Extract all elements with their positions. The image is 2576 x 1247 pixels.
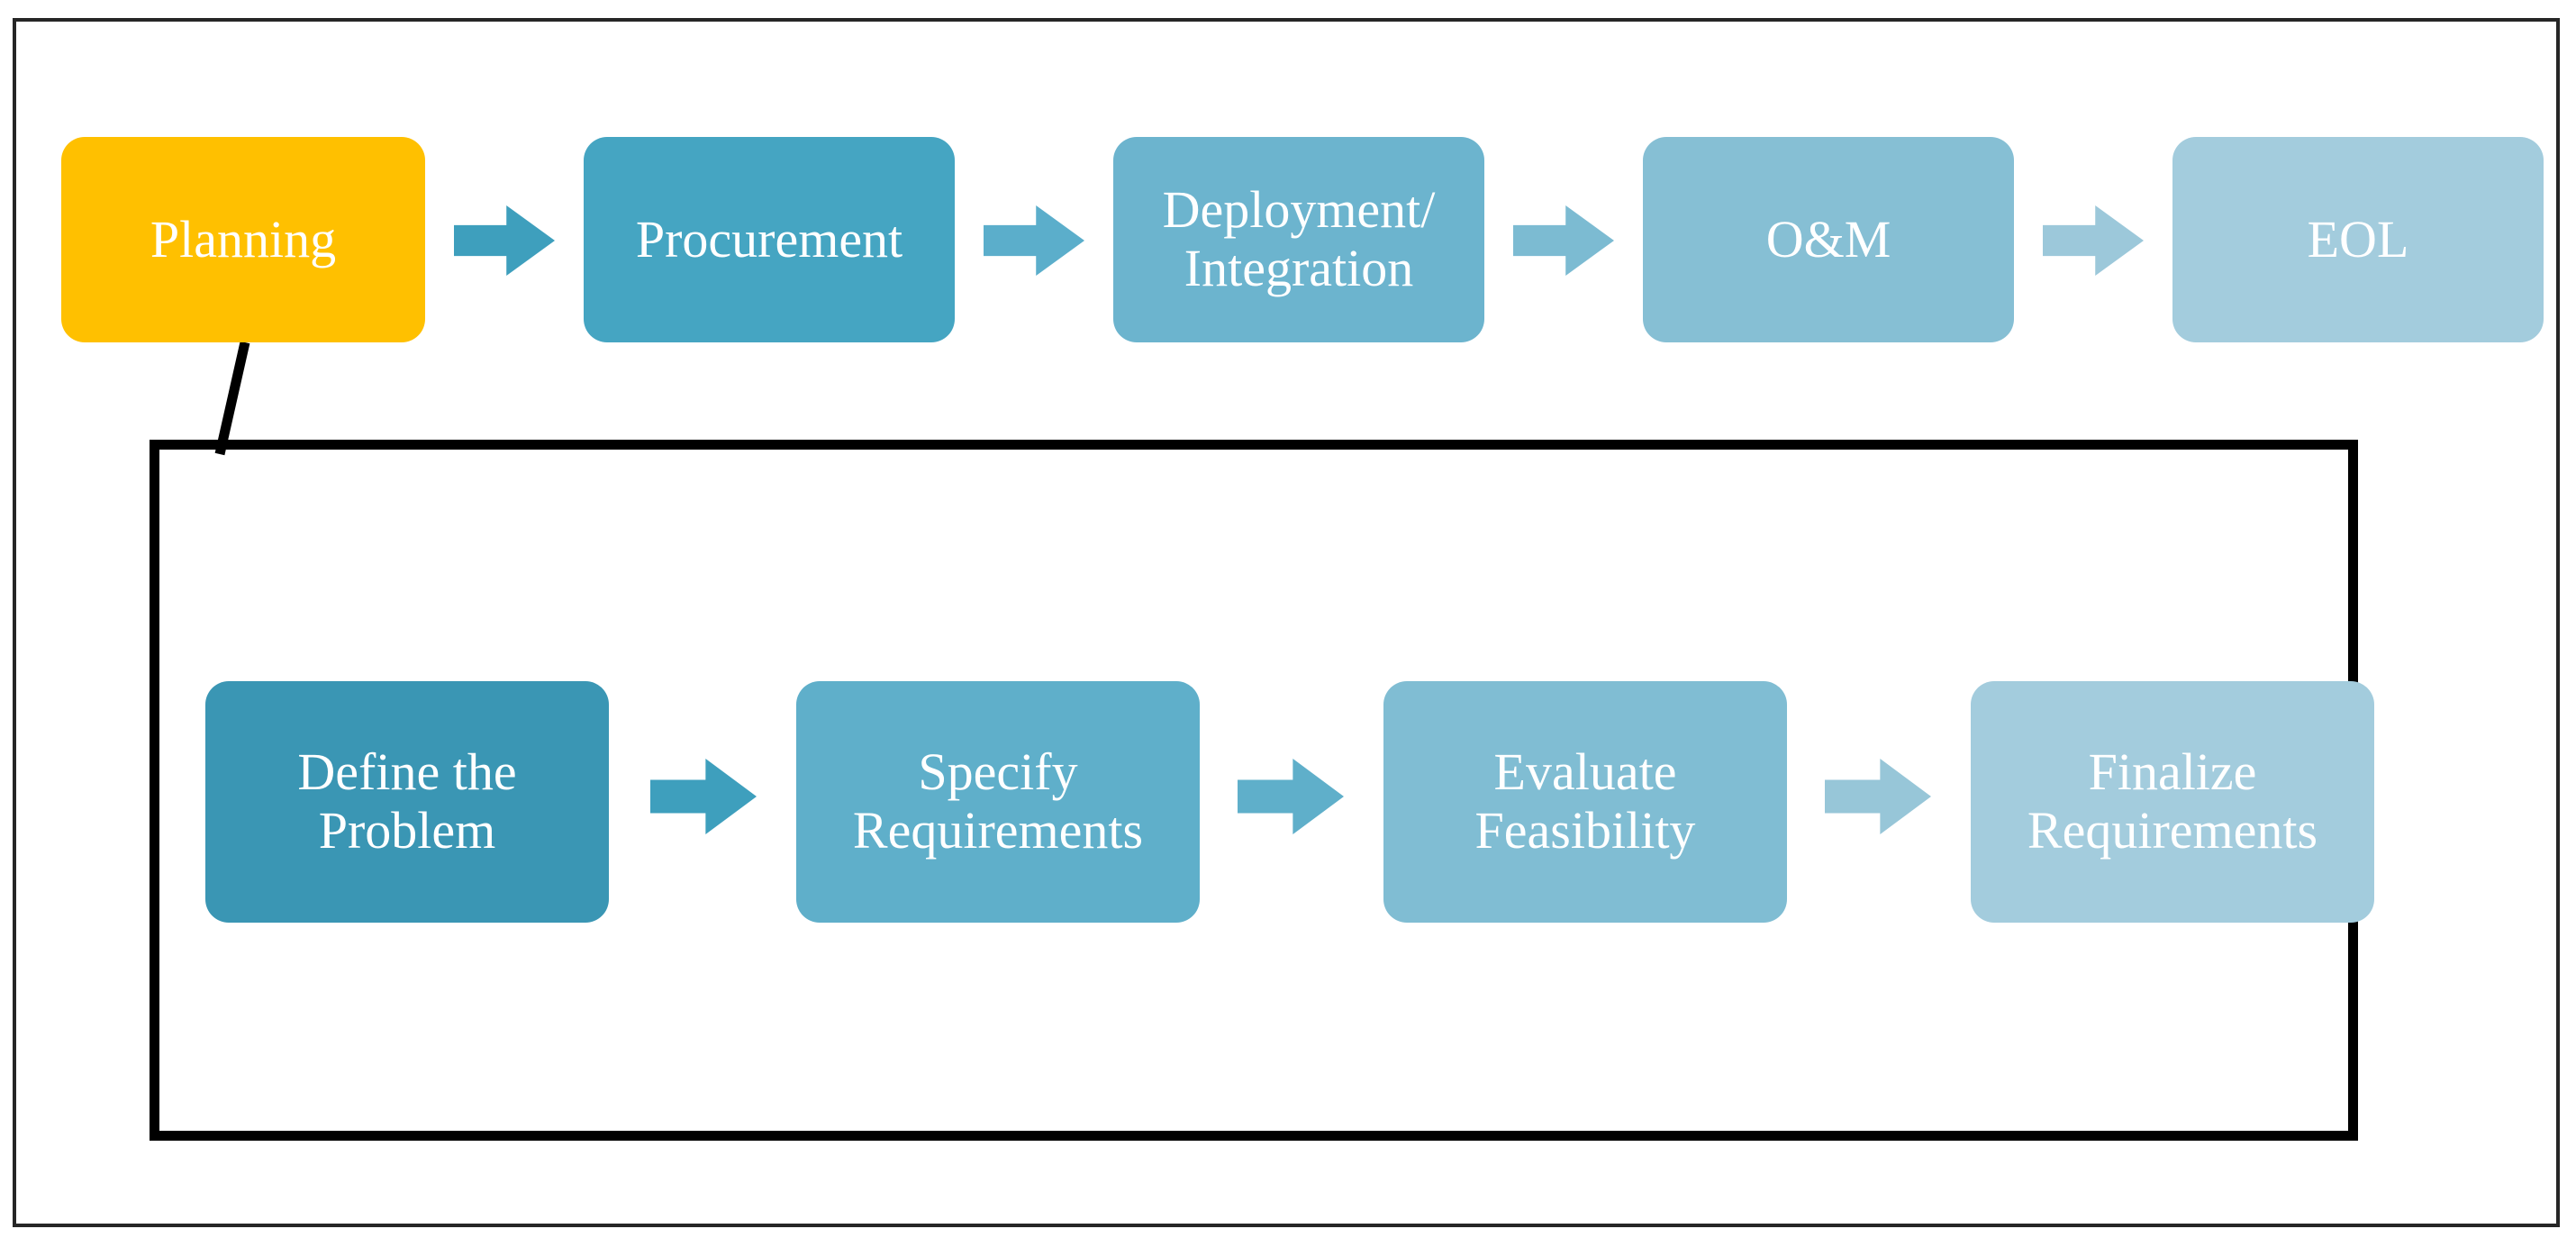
process-box-evaluate-feasibility[interactable]: Evaluate Feasibility xyxy=(1383,681,1787,923)
arrow-icon-planning-to-procurement xyxy=(454,205,555,276)
arrow-icon-om-to-eol xyxy=(2043,205,2144,276)
process-box-deployment[interactable]: Deployment/ Integration xyxy=(1113,137,1484,342)
diagram-border xyxy=(13,18,2560,1227)
arrow-icon-define-to-specify xyxy=(650,759,757,834)
process-box-procurement[interactable]: Procurement xyxy=(584,137,955,342)
arrow-icon-specify-to-evaluate xyxy=(1238,759,1344,834)
process-box-define-problem[interactable]: Define the Problem xyxy=(205,681,609,923)
process-box-planning[interactable]: Planning xyxy=(61,137,425,342)
process-box-om[interactable]: O&M xyxy=(1643,137,2014,342)
process-box-finalize-requirements[interactable]: Finalize Requirements xyxy=(1971,681,2374,923)
process-box-eol[interactable]: EOL xyxy=(2172,137,2544,342)
arrow-icon-procurement-to-deployment xyxy=(984,205,1084,276)
arrow-icon-evaluate-to-finalize xyxy=(1825,759,1931,834)
arrow-icon-deployment-to-om xyxy=(1513,205,1614,276)
process-box-specify-requirements[interactable]: Specify Requirements xyxy=(796,681,1200,923)
